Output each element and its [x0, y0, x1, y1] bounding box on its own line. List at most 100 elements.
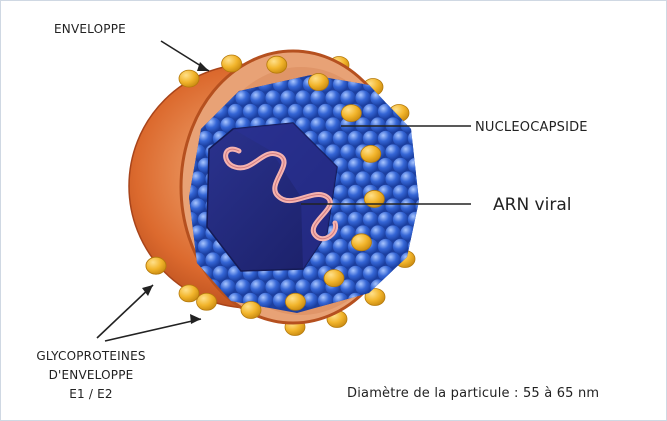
capsomere — [408, 185, 423, 200]
capsomere — [295, 90, 310, 105]
glyco-leader-line-2 — [105, 319, 201, 341]
label-glyco-line-3: E1 / E2 — [69, 387, 113, 401]
glycoprotein-spike — [364, 190, 384, 207]
label-nucleocapsid: NUCLEOCAPSIDE — [475, 120, 588, 135]
capsomere — [198, 239, 213, 254]
capsomere — [348, 185, 363, 200]
capsomere — [393, 266, 408, 281]
capsomere — [340, 252, 355, 267]
label-envelope: ENVELOPPE — [54, 22, 126, 36]
capsomere — [363, 266, 378, 281]
capsomere — [385, 90, 400, 105]
capsomere — [370, 225, 385, 240]
capsomere — [348, 131, 363, 146]
glycoprotein-spike — [241, 302, 261, 319]
capsomere — [408, 212, 423, 227]
capsomere — [340, 144, 355, 159]
capsomere — [400, 63, 415, 78]
capsomere — [265, 279, 280, 294]
capsomere — [415, 279, 430, 294]
capsomere — [378, 212, 393, 227]
capsomere — [423, 212, 438, 227]
capsomere — [423, 293, 438, 308]
glycoprotein-spike — [324, 270, 344, 287]
glycoprotein-spike — [341, 105, 361, 122]
capsomere — [355, 279, 370, 294]
glycoprotein-spike — [179, 70, 199, 87]
capsomere — [340, 90, 355, 105]
capsomere — [280, 90, 295, 105]
glycoprotein-spike — [267, 56, 287, 73]
capsomere — [228, 104, 243, 119]
capsomere — [355, 171, 370, 186]
glyco-leader-line-1 — [97, 285, 153, 338]
capsomere — [408, 131, 423, 146]
glycoprotein-spike — [197, 293, 217, 310]
capsomere — [250, 90, 265, 105]
capsomere — [378, 266, 393, 281]
capsomere — [415, 252, 430, 267]
capsomere — [423, 266, 438, 281]
capsomere — [310, 90, 325, 105]
capsomere — [393, 158, 408, 173]
capsomere — [385, 117, 400, 132]
glycoprotein-spike — [285, 293, 305, 310]
capsomere — [318, 131, 333, 146]
capsomere — [370, 117, 385, 132]
capsomere — [325, 252, 340, 267]
label-rna: ARN viral — [493, 195, 571, 215]
capsomere — [378, 239, 393, 254]
capsomere — [303, 266, 318, 281]
capsomere — [400, 90, 415, 105]
capsomere — [325, 117, 340, 132]
capsomere — [265, 90, 280, 105]
capsomere — [415, 198, 430, 213]
glycoprotein-spike — [222, 55, 242, 72]
capsomere — [355, 252, 370, 267]
capsomere — [190, 198, 205, 213]
envelope-leader-arrow — [197, 62, 209, 71]
capsomere — [385, 198, 400, 213]
capsomere — [325, 90, 340, 105]
capsomere — [333, 239, 348, 254]
glycoprotein-spike — [179, 285, 199, 302]
capsomere — [423, 185, 438, 200]
capsomere — [310, 279, 325, 294]
capsomere — [408, 266, 423, 281]
label-diameter: Diamètre de la particule : 55 à 65 nm — [347, 386, 599, 401]
capsomere — [393, 212, 408, 227]
capsomere — [370, 252, 385, 267]
glyco-leader-arrow-2 — [190, 314, 201, 324]
capsomere — [423, 158, 438, 173]
capsomere — [415, 90, 430, 105]
capsomere — [393, 77, 408, 92]
capsomere — [385, 144, 400, 159]
capsomere — [288, 104, 303, 119]
capsomere — [310, 117, 325, 132]
label-glyco-line-2: D'ENVELOPPE — [49, 368, 134, 382]
capsomere — [273, 104, 288, 119]
capsomere — [385, 63, 400, 78]
glycoprotein-spike — [146, 257, 166, 274]
capsomere — [400, 225, 415, 240]
capsomere — [385, 279, 400, 294]
capsomere — [205, 252, 220, 267]
capsomere — [423, 104, 438, 119]
capsomere — [348, 212, 363, 227]
capsomere — [378, 104, 393, 119]
capsomere — [393, 185, 408, 200]
capsomere — [393, 239, 408, 254]
glycoprotein-spike — [351, 234, 371, 251]
capsomere — [415, 171, 430, 186]
capsomere — [378, 131, 393, 146]
capsomere — [415, 225, 430, 240]
capsomere — [415, 144, 430, 159]
capsomere — [408, 104, 423, 119]
capsomere — [348, 266, 363, 281]
capsomere — [318, 104, 333, 119]
capsomere — [295, 279, 310, 294]
capsomere — [303, 104, 318, 119]
capsomere — [348, 158, 363, 173]
capsomere — [408, 293, 423, 308]
